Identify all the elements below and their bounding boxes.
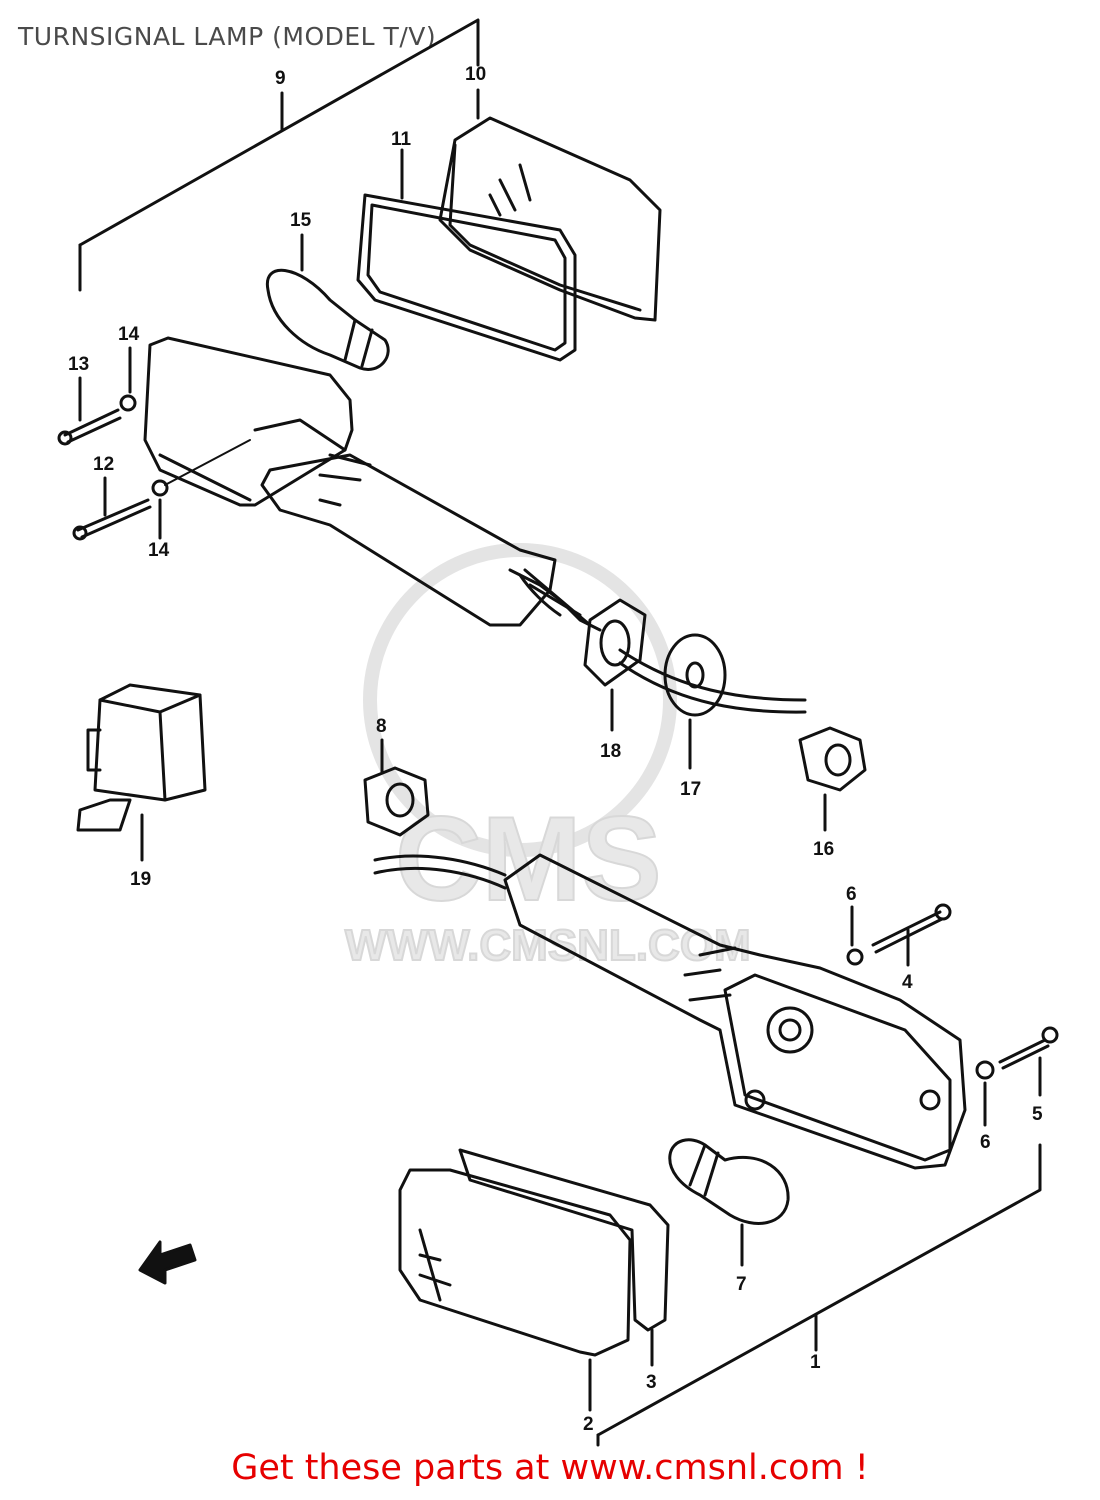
screw-4 (871, 903, 952, 967)
bracket-9 (78, 18, 480, 247)
callout-6b: 6 (980, 1132, 991, 1153)
washer-14b (151, 479, 169, 540)
watermark: CMS WWW.CMSNL.COM (344, 543, 752, 971)
callout-16: 16 (813, 839, 834, 860)
watermark-brand: CMS (395, 792, 662, 926)
housing-upper (143, 336, 602, 632)
callout-10: 10 (465, 64, 486, 85)
callout-13: 13 (68, 354, 89, 375)
callout-11: 11 (391, 129, 412, 150)
callout-3: 3 (646, 1372, 657, 1393)
callout-4: 4 (902, 972, 913, 993)
callout-6a: 6 (846, 884, 857, 905)
lens-2 (398, 1168, 632, 1412)
bracket-1 (596, 1143, 1042, 1437)
bulb-15 (265, 233, 390, 371)
lens-10 (438, 88, 662, 322)
callout-19: 19 (130, 869, 151, 890)
callout-12: 12 (93, 454, 114, 475)
callout-5: 5 (1032, 1104, 1043, 1125)
nut-8 (363, 738, 430, 837)
callout-15: 15 (290, 210, 312, 231)
watermark-url: WWW.CMSNL.COM (345, 921, 751, 970)
callout-9: 9 (275, 68, 286, 89)
screw-12 (72, 476, 152, 541)
callout-2: 2 (583, 1414, 594, 1435)
callout-1: 1 (810, 1352, 821, 1373)
washer-6b (975, 1060, 995, 1127)
callout-7: 7 (736, 1274, 747, 1295)
bulb-7 (668, 1138, 790, 1267)
callout-14b: 14 (148, 540, 170, 561)
callout-18: 18 (600, 741, 621, 762)
nut-18 (583, 598, 647, 732)
forward-arrow-icon (138, 1240, 197, 1285)
screw-13 (57, 376, 122, 446)
relay-19 (76, 683, 207, 862)
washer-6a (846, 905, 864, 966)
gasket-3 (458, 1148, 670, 1367)
nut-16 (798, 726, 867, 832)
footer-link-text[interactable]: Get these parts at www.cmsnl.com ! (231, 1448, 869, 1488)
callout-17: 17 (680, 779, 701, 800)
gasket-11 (356, 148, 577, 362)
washer-17 (618, 633, 807, 770)
callout-14a: 14 (118, 324, 140, 345)
housing-lower (373, 853, 967, 1170)
callout-8: 8 (376, 716, 387, 737)
callouts: 1 2 3 4 5 6 6 7 8 9 10 11 12 13 14 14 15… (68, 64, 1043, 1435)
washer-14a (119, 346, 137, 412)
screw-5 (998, 1026, 1059, 1097)
page-title: TURNSIGNAL LAMP (MODEL T/V) (18, 22, 437, 51)
